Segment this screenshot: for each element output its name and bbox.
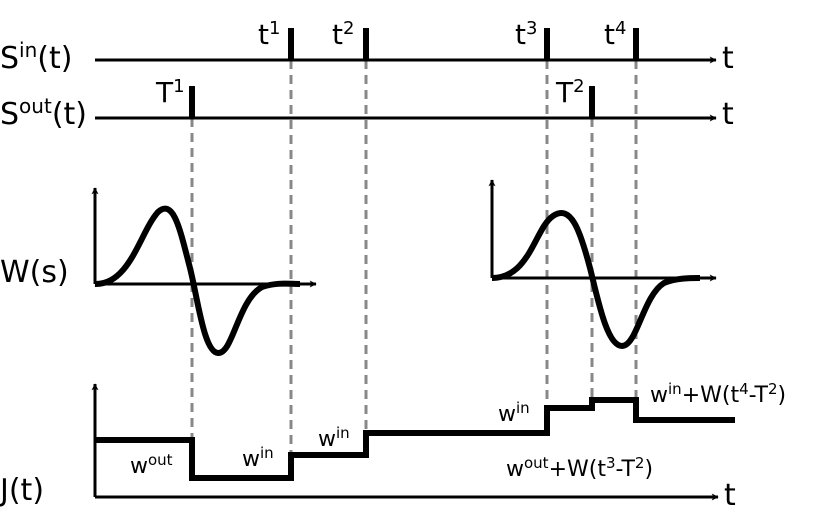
w2-curve [491,210,701,350]
spike-label-t1: t1 [258,18,280,51]
spike-label-T2: T2 [555,76,585,109]
j-annot-w-in-1: win [242,444,274,472]
w-label: W(s) [0,255,69,290]
s-in-axis-label: t [722,41,734,76]
s-out-axis-label: t [722,97,734,132]
spike-label-t4: t4 [604,18,626,51]
output-spike-ticks [189,86,595,118]
learning-window-2 [488,179,717,350]
j-annot-w-in-2: win [318,424,350,452]
j-step-trace [95,397,735,481]
w1-curve [94,205,301,356]
learning-window-1 [91,187,317,356]
j-annot-expr-bottom: wout+W(t3-T2) [506,454,653,482]
spike-label-T1: T1 [155,76,185,109]
s-out-label: Sout(t) [0,94,87,132]
dashed-guides [190,60,638,455]
j-label: J(t) [0,473,44,508]
spike-label-t2: t2 [332,18,354,51]
input-spike-ticks [288,28,639,60]
s-in-label: Sin(t) [0,38,72,76]
j-annot-w-in-3: win [498,399,530,427]
j-annot-w-out: wout [130,451,173,479]
j-axis-label: t [724,478,736,513]
j-annot-expr-top: win+W(t4-T2) [650,380,786,408]
spike-label-t3: t3 [515,18,537,51]
